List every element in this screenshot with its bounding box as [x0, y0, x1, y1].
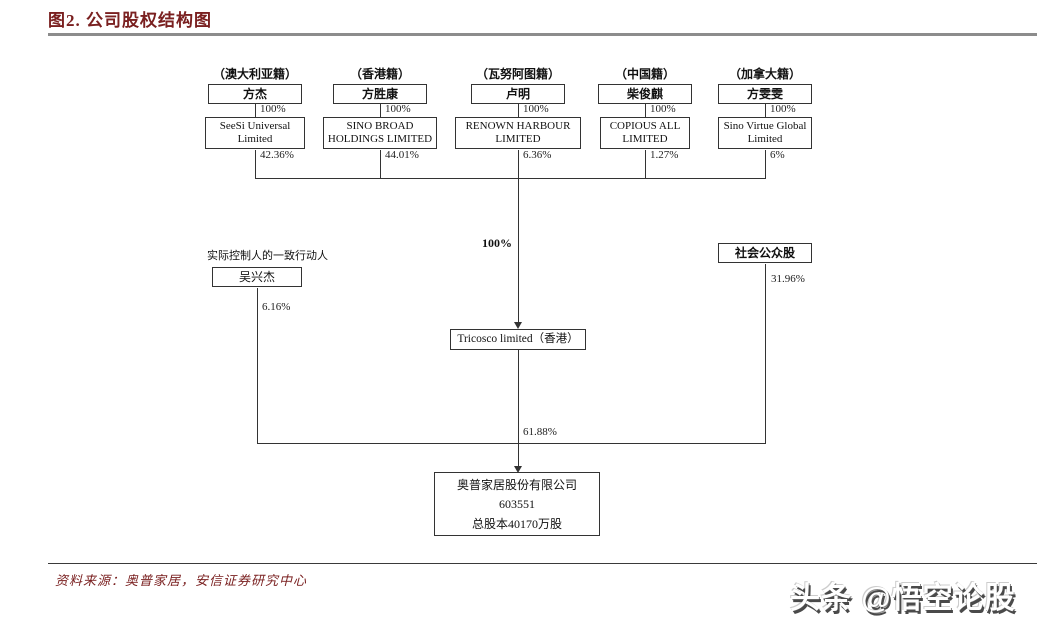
listed-company-name: 奥普家居股份有限公司 [456, 478, 577, 493]
company-box: COPIOUS ALL LIMITED [600, 117, 690, 149]
connector-line [765, 150, 766, 178]
ownership-percent: 100% [770, 103, 796, 115]
person-box: 方胜康 [333, 84, 427, 104]
connector-line [765, 104, 766, 117]
ownership-percent: 100% [650, 103, 676, 115]
stake-percent: 31.96% [771, 273, 805, 285]
nationality-label: （中国籍） [614, 67, 675, 81]
footer-divider [48, 563, 1037, 564]
stake-percent: 42.36% [260, 149, 294, 161]
bus-line-top [255, 178, 766, 179]
holding-company-box: Tricosco limited（香港） [450, 329, 586, 350]
connector-line [645, 104, 646, 117]
combined-stake-percent: 100% [482, 236, 512, 250]
connector-line [255, 104, 256, 117]
stake-percent: 6.16% [262, 301, 291, 313]
arrow-down-icon [514, 466, 522, 473]
company-box: SeeSi Universal Limited [205, 117, 305, 149]
arrow-down-icon [514, 322, 522, 329]
connector-line [645, 150, 646, 178]
person-box: 方雯雯 [718, 84, 812, 104]
connector-line [765, 264, 766, 443]
stake-percent: 6.36% [523, 149, 552, 161]
company-box: Sino Virtue Global Limited [718, 117, 812, 149]
connector-line [380, 104, 381, 117]
source-note: 资料来源：奥普家居，安信证券研究中心 [55, 573, 308, 588]
company-box: SINO BROAD HOLDINGS LIMITED [323, 117, 437, 149]
person-box: 柴俊麒 [598, 84, 692, 104]
person-box: 卢明 [471, 84, 565, 104]
stake-percent: 44.01% [385, 149, 419, 161]
nationality-label: （香港籍） [349, 67, 410, 81]
connector-line [255, 150, 256, 178]
public-shares-box: 社会公众股 [718, 243, 812, 263]
ownership-percent: 100% [260, 103, 286, 115]
ownership-percent: 100% [385, 103, 411, 115]
listed-company-share-capital: 总股本40170万股 [471, 516, 562, 531]
stake-percent: 6% [770, 149, 785, 161]
listed-company-box: 奥普家居股份有限公司 603551 总股本40170万股 [434, 472, 600, 536]
connector-line [380, 150, 381, 178]
nationality-label: （澳大利亚籍） [212, 67, 297, 81]
nationality-label: （瓦努阿图籍） [475, 67, 560, 81]
holding-stake-percent: 61.88% [523, 426, 557, 438]
nationality-label: （加拿大籍） [728, 67, 801, 81]
concert-person-box: 吴兴杰 [212, 267, 302, 287]
company-box: RENOWN HARBOUR LIMITED [455, 117, 581, 149]
connector-line [518, 350, 519, 467]
concert-party-label: 实际控制人的一致行动人 [207, 250, 328, 262]
person-box: 方杰 [208, 84, 302, 104]
connector-line [257, 288, 258, 443]
ownership-percent: 100% [523, 103, 549, 115]
listed-company-ticker: 603551 [499, 496, 535, 511]
connector-line [518, 104, 519, 117]
bus-line-bottom [257, 443, 766, 444]
toutiao-watermark: 头条 @悟空论股堂 [790, 582, 1016, 615]
stake-percent: 1.27% [650, 149, 679, 161]
figure-title: 图2. 公司股权结构图 [48, 11, 212, 30]
connector-line [518, 178, 519, 323]
title-divider [48, 33, 1037, 36]
connector-line [518, 150, 519, 178]
